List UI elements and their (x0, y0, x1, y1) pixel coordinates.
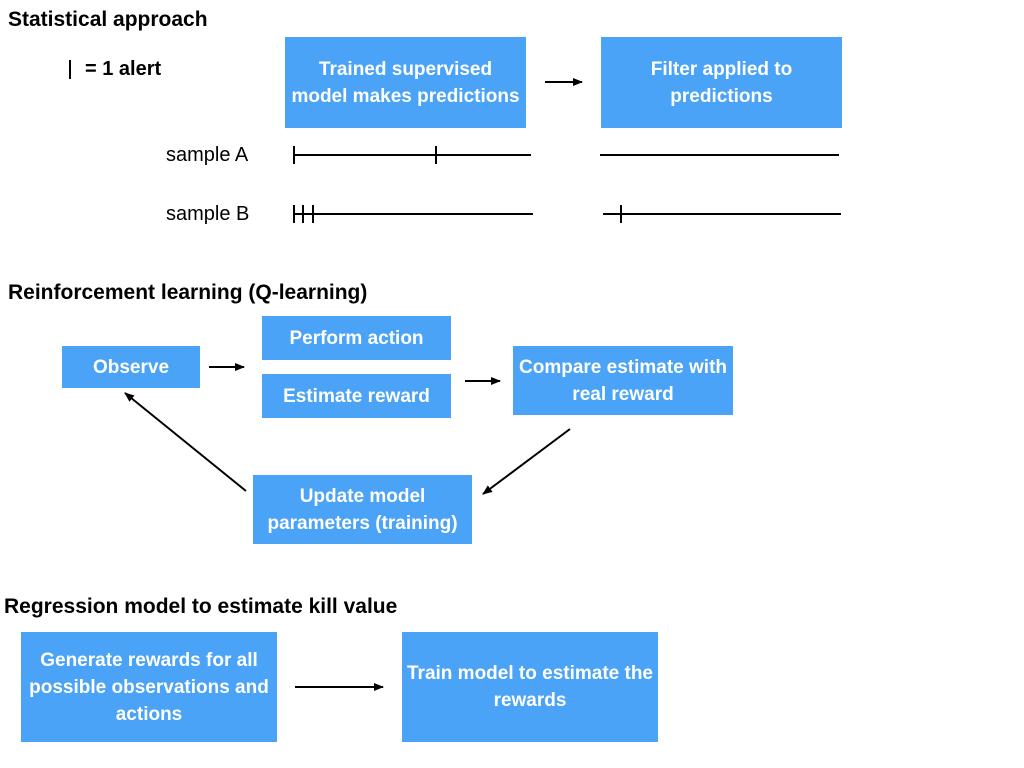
sample-a-label: sample A (166, 144, 249, 166)
legend-label: = 1 alert (85, 58, 162, 80)
estimate-reward-box: Estimate reward (262, 374, 451, 418)
sample-b-label: sample B (166, 203, 250, 225)
perform-action-box: Perform action (262, 316, 451, 360)
observe-box: Observe (62, 346, 200, 388)
statistical-approach-heading: Statistical approach (8, 8, 208, 31)
trained-model-box: Trained supervised model makes predictio… (285, 37, 526, 128)
update-model-box: Update model parameters (training) (253, 475, 472, 544)
update-to-observe-arrow (124, 392, 247, 492)
generate-rewards-box: Generate rewards for all possible observ… (21, 632, 277, 742)
regression-model-heading: Regression model to estimate kill value (4, 595, 398, 618)
filter-box: Filter applied to predictions (601, 37, 842, 128)
reinforcement-learning-heading: Reinforcement learning (Q-learning) (8, 281, 368, 304)
compare-estimate-box: Compare estimate with real reward (513, 346, 733, 415)
compare-to-update-arrow (482, 428, 571, 495)
train-model-box: Train model to estimate the rewards (402, 632, 658, 742)
